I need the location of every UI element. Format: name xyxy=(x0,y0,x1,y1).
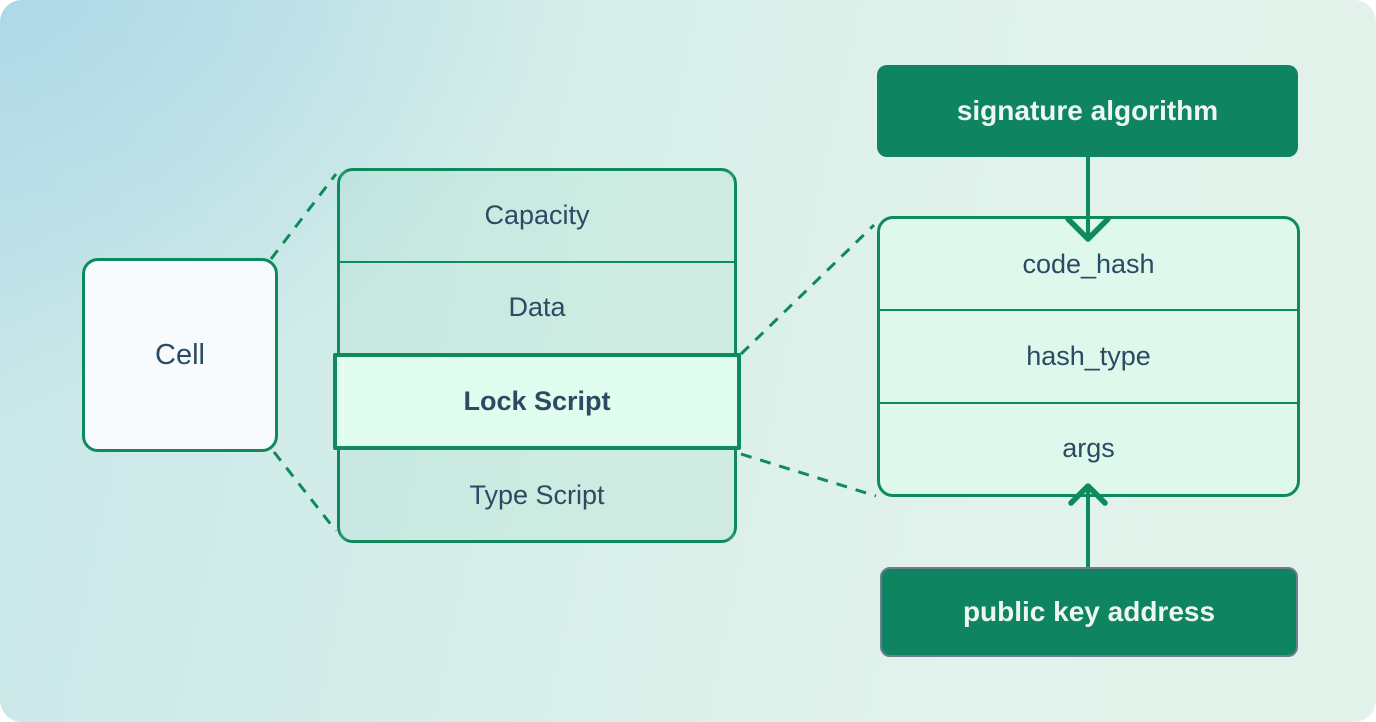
connector-lock-top xyxy=(739,223,876,356)
row-args-label: args xyxy=(1062,433,1115,464)
row-type-script: Type Script xyxy=(340,450,734,540)
row-code-hash-label: code_hash xyxy=(1022,248,1155,279)
connector-cell-bottom xyxy=(272,451,338,532)
cell-structure-stack: Capacity Data Lock Script Type Script xyxy=(333,168,741,543)
cell-node: Cell xyxy=(82,258,278,452)
connector-lock-bottom xyxy=(740,452,877,498)
connector-cell-top xyxy=(269,173,338,260)
signature-algorithm-node: signature algorithm xyxy=(877,65,1298,157)
row-hash-type-label: hash_type xyxy=(1026,340,1151,371)
row-data-label: Data xyxy=(508,292,566,323)
row-hash-type: hash_type xyxy=(880,309,1297,401)
row-capacity-label: Capacity xyxy=(484,200,590,231)
public-key-address-node: public key address xyxy=(880,567,1298,657)
cell-label: Cell xyxy=(155,338,205,371)
row-type-script-label: Type Script xyxy=(469,479,605,510)
row-code-hash: code_hash xyxy=(880,219,1297,309)
signature-algorithm-label: signature algorithm xyxy=(956,95,1219,126)
public-key-address-label: public key address xyxy=(962,596,1216,627)
row-capacity: Capacity xyxy=(340,171,734,261)
row-data: Data xyxy=(340,260,734,353)
row-args: args xyxy=(880,401,1297,494)
lock-script-detail-stack: code_hash hash_type args xyxy=(877,216,1300,497)
row-lock-script: Lock Script xyxy=(333,352,741,451)
row-lock-script-label: Lock Script xyxy=(463,385,611,416)
